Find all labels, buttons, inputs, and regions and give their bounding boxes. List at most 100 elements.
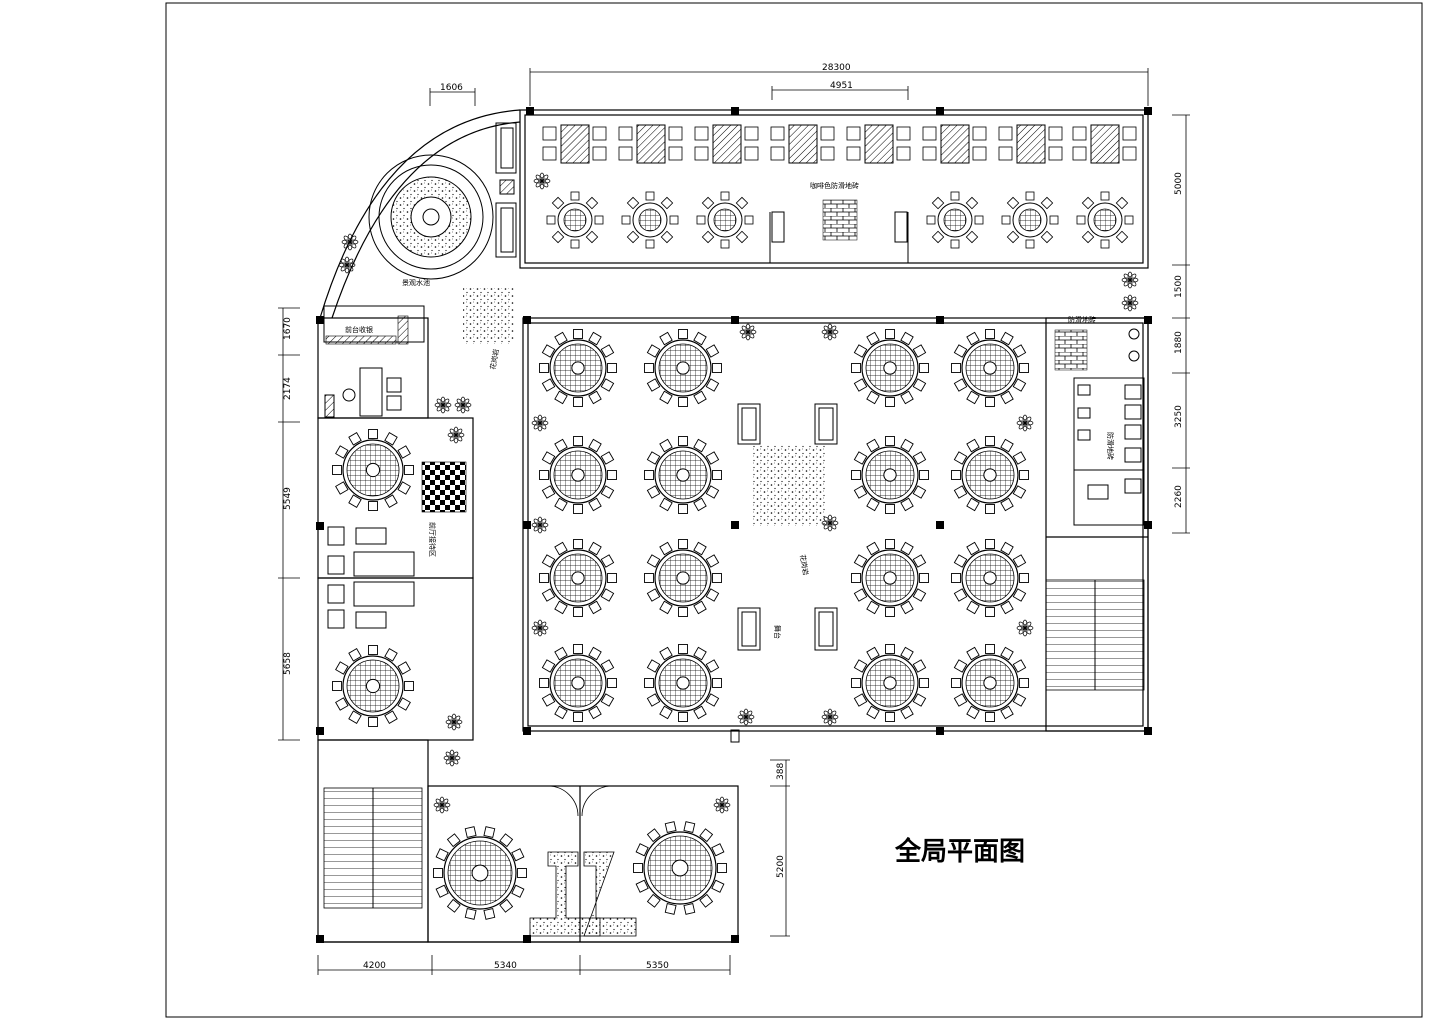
chair (705, 659, 720, 673)
chair (912, 451, 927, 465)
plant (447, 426, 465, 444)
small-round-table (696, 191, 754, 249)
round-table (851, 644, 929, 722)
chair (853, 659, 868, 673)
plant (531, 414, 549, 432)
dim-left-2: 2174 (283, 377, 293, 400)
chair (912, 344, 927, 358)
chair (539, 363, 549, 373)
chair (705, 554, 720, 568)
chair (1048, 146, 1063, 161)
chair (659, 331, 673, 346)
chair (511, 884, 525, 898)
chair (1012, 554, 1027, 568)
chair (646, 378, 661, 392)
hall-partitions (531, 322, 936, 743)
chair (966, 390, 980, 405)
chair (335, 481, 349, 495)
bottom-screen (529, 851, 637, 937)
round-table (633, 821, 727, 915)
chair (664, 821, 677, 833)
plant (433, 796, 451, 814)
chair (542, 126, 557, 141)
chair (397, 445, 411, 459)
chair (896, 146, 911, 161)
chair (820, 126, 835, 141)
booth-table (542, 124, 607, 164)
right-brick-label: 防滑地砖 (1068, 315, 1096, 324)
chair (699, 893, 714, 908)
chair (348, 494, 362, 508)
chair (600, 554, 615, 568)
chair (600, 344, 615, 358)
chair (541, 344, 556, 358)
chair (499, 898, 514, 913)
chair (541, 659, 556, 673)
chair (711, 879, 725, 893)
chair (542, 146, 557, 161)
chair (1100, 239, 1110, 249)
chair (966, 541, 980, 556)
chair (705, 451, 720, 465)
chair (435, 884, 449, 898)
chair (851, 470, 861, 480)
booth-table (618, 124, 683, 164)
hall-benches (737, 403, 838, 651)
round-table (951, 329, 1029, 407)
chair (435, 848, 449, 862)
chair (554, 438, 568, 453)
chair (705, 344, 720, 358)
chair (1072, 146, 1087, 161)
plant (1016, 414, 1034, 432)
chair (607, 470, 617, 480)
chair (965, 230, 979, 244)
chair (1019, 678, 1029, 688)
chair (931, 230, 945, 244)
plant (445, 713, 463, 731)
structural-columns (316, 107, 1152, 943)
chair (853, 378, 868, 392)
chair (635, 843, 649, 857)
chair (659, 646, 673, 661)
chair (678, 712, 688, 722)
chair (885, 539, 895, 549)
chair (966, 331, 980, 346)
chair (384, 494, 398, 508)
chair (720, 191, 730, 201)
chair (912, 378, 927, 392)
chair (618, 126, 633, 141)
small-round-table (1076, 191, 1134, 249)
chair (866, 541, 880, 556)
chair (853, 554, 868, 568)
dim-bottom-right-tall: 5200 (776, 855, 786, 878)
chair (900, 331, 914, 346)
chair (588, 331, 602, 346)
chair (433, 868, 443, 878)
chair (712, 678, 722, 688)
plant (531, 619, 549, 637)
granite-label-2: 花岗岩 (798, 554, 811, 576)
booth-table (694, 124, 759, 164)
chair (1006, 230, 1020, 244)
chair (585, 196, 599, 210)
chair (853, 451, 868, 465)
chair (953, 554, 968, 568)
chair (931, 196, 945, 210)
chair (646, 451, 661, 465)
chair (660, 230, 674, 244)
chair (985, 436, 995, 446)
fountain-label: 景观水池 (402, 278, 430, 287)
chair (573, 644, 583, 654)
chair (693, 438, 707, 453)
chair (404, 465, 414, 475)
chair (735, 230, 749, 244)
chair (922, 126, 937, 141)
chair (668, 126, 683, 141)
chair (626, 196, 640, 210)
chair (950, 239, 960, 249)
chair (846, 146, 861, 161)
chair (541, 485, 556, 499)
chair (588, 541, 602, 556)
chair (1019, 573, 1029, 583)
plant (1121, 271, 1139, 289)
